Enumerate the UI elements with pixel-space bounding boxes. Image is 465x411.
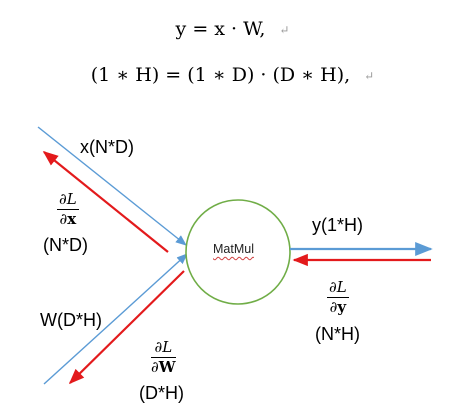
partial-symbol: ∂ [59,210,68,229]
input-w-label: W(D*H) [40,310,102,330]
backward-edge-dw [68,270,185,385]
paragraph-mark-icon: ↵ [279,23,290,37]
gradient-dy-shape: (N*H) [315,324,360,344]
forward-edge-w [43,253,188,385]
gradient-dx-fraction: ∂L ∂x [57,192,79,227]
gradient-dx-variable: x [67,210,77,229]
equation-text-1: y = x · W, [175,18,266,40]
gradient-dy-fraction: ∂L ∂y [327,280,349,315]
gradient-dy-denominator: ∂y [330,298,346,315]
partial-symbol: ∂ [151,358,159,377]
equation-line-2: (1 ∗ H) = (1 ∗ D) · (D ∗ H), ↵ [0,64,465,86]
gradient-dw-shape: (D*H) [139,383,184,403]
gradient-dw-numerator: ∂L [154,338,173,356]
partial-symbol: ∂ [329,298,338,317]
matmul-node-label: MatMul [213,242,254,256]
gradient-dx-numerator: ∂L [59,190,77,208]
gradient-dw-denominator: ∂W [151,358,176,375]
backward-edge-dx [42,151,169,253]
gradient-dw-variable: W [158,358,176,377]
gradient-dx-denominator: ∂x [60,210,77,227]
gradient-dw-fraction: ∂L ∂W [151,340,176,375]
matmul-node [185,199,291,305]
fraction-bar [57,209,79,211]
input-x-label: x(N*D) [80,137,134,157]
gradient-dx-shape: (N*D) [43,235,88,255]
forward-edge-x [37,126,187,246]
paragraph-mark-icon: ↵ [364,69,375,83]
fraction-bar [327,297,349,299]
fraction-bar [151,357,176,359]
equation-line-1: y = x · W, ↵ [0,18,465,40]
output-y-label: y(1*H) [312,215,364,235]
gradient-dy-numerator: ∂L [329,278,347,296]
equation-text-2: (1 ∗ H) = (1 ∗ D) · (D ∗ H), [90,64,351,86]
gradient-dy-variable: y [337,298,347,317]
